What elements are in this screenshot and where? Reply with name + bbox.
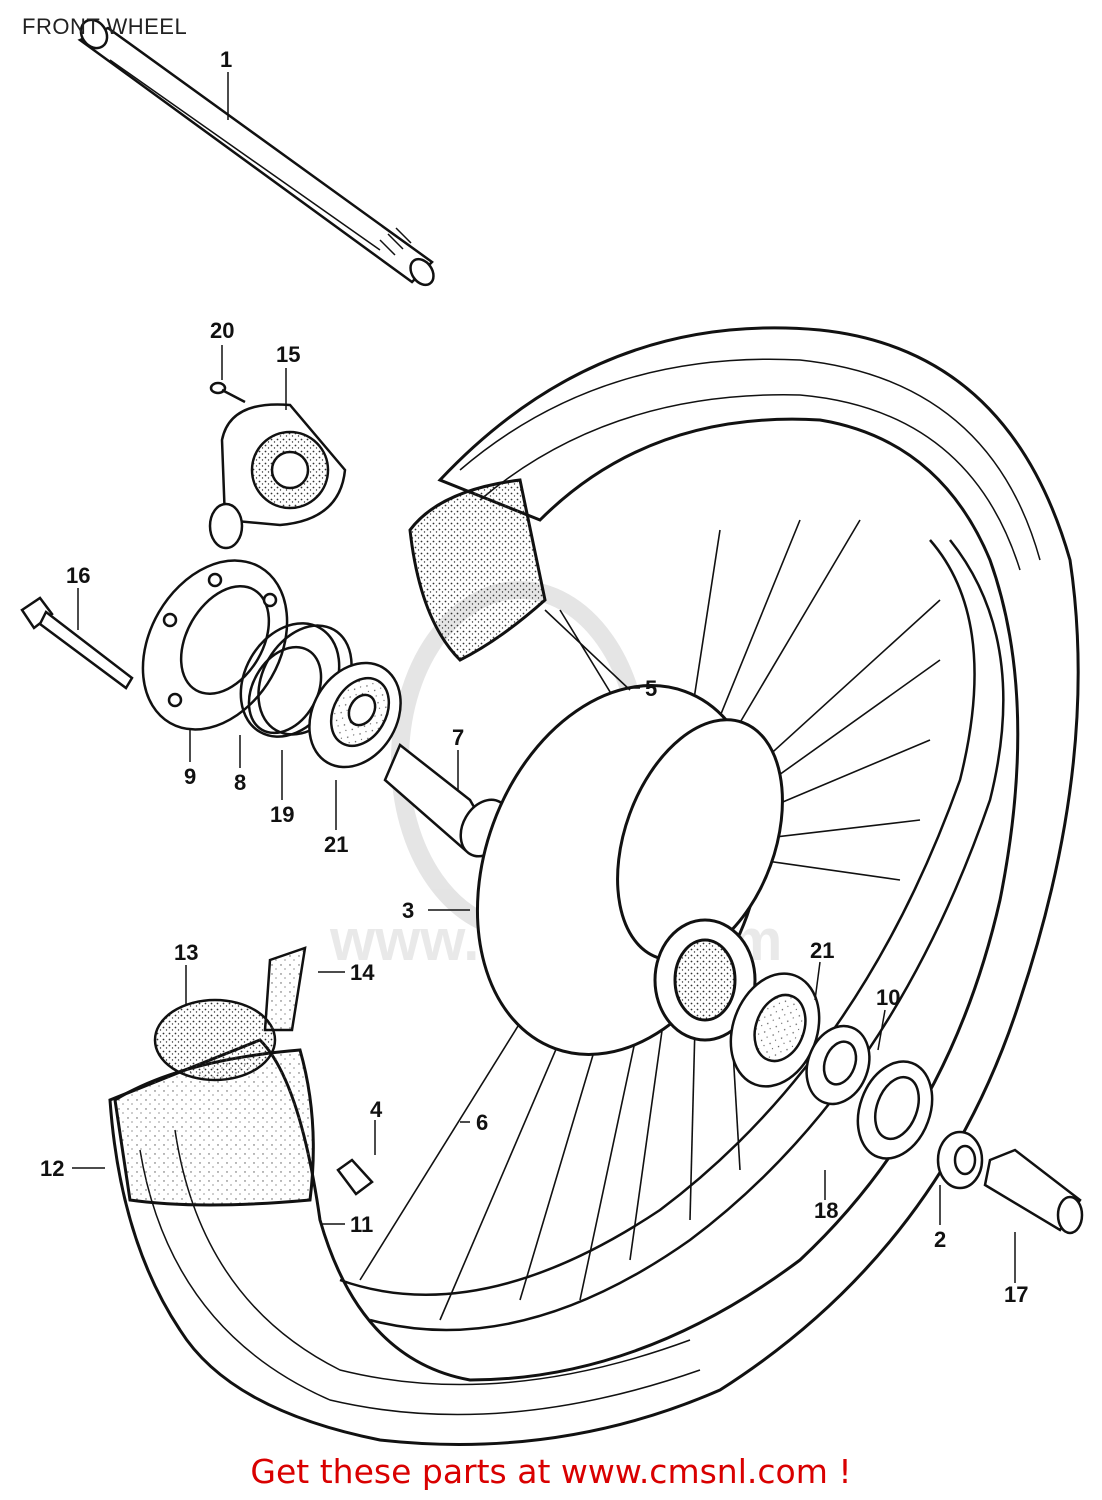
callout-10: 10: [876, 985, 900, 1010]
callout-1: 1: [220, 47, 232, 72]
callout-11: 11: [350, 1212, 373, 1237]
callout-19: 19: [270, 802, 294, 827]
leader-lines: [72, 72, 1016, 1283]
bearing-part-21b: [729, 972, 821, 1088]
retainer-plate-part-9: [141, 559, 289, 731]
callout-20: 20: [210, 318, 234, 343]
rim-band-part-5: [544, 609, 631, 691]
callout-numbers: 1 20 15 16 5 7 9 8 19 21 3 21 10 13 14 4…: [40, 47, 1028, 1307]
nut-part-17: [983, 1148, 1084, 1235]
spacer-part-2: [936, 1130, 984, 1190]
diagram-title: FRONT WHEEL: [22, 14, 188, 39]
callout-9: 9: [184, 764, 196, 789]
callout-16: 16: [66, 563, 90, 588]
seal-part-18: [805, 1024, 871, 1106]
axle-part-1: [77, 18, 435, 287]
nut-part-10: [856, 1060, 934, 1160]
callout-3: 3: [402, 898, 414, 923]
callout-7: 7: [452, 725, 464, 750]
inner-tube-part-13: [153, 946, 307, 1082]
bearing-part-21a: [308, 661, 402, 769]
bolt-part-16: [20, 596, 134, 690]
callout-6: 6: [476, 1110, 488, 1135]
callout-21a: 21: [324, 832, 348, 857]
footer-link-text[interactable]: Get these parts at www.cmsnl.com !: [250, 1452, 852, 1491]
callout-4: 4: [370, 1097, 383, 1122]
screw-part-20: [209, 381, 246, 404]
callout-5: 5: [645, 676, 657, 701]
callout-21b: 21: [810, 938, 834, 963]
hub-part-3: [475, 684, 784, 1056]
callout-12: 12: [40, 1156, 64, 1181]
callout-17: 17: [1004, 1282, 1028, 1307]
gearbox-part-15: [208, 403, 347, 550]
callout-13: 13: [174, 940, 198, 965]
valve-cap-part-4: [336, 1158, 374, 1196]
callout-14: 14: [350, 960, 375, 985]
callout-15: 15: [276, 342, 300, 367]
callout-18: 18: [814, 1198, 838, 1223]
callout-8: 8: [234, 770, 246, 795]
callout-2: 2: [934, 1227, 946, 1252]
